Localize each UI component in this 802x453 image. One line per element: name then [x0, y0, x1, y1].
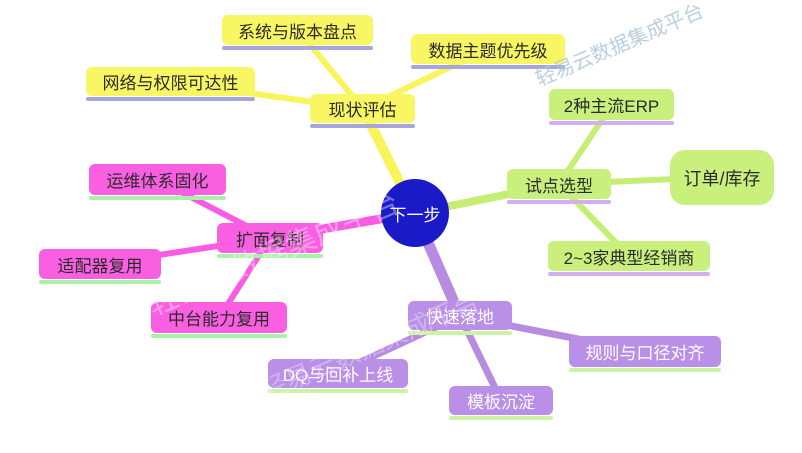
branch-node-rapid-landing[interactable]: 快速落地 [408, 301, 512, 335]
child-node-dq-backfill-online[interactable]: DQ与回补上线 [268, 359, 408, 393]
child-node-adapter-reuse[interactable]: 适配器复用 [39, 249, 161, 284]
root-node-next-step[interactable]: 下一步 [381, 179, 449, 247]
child-node-template-sedimentation[interactable]: 模板沉淀 [449, 386, 553, 420]
child-node-platform-capability-reuse[interactable]: 中台能力复用 [151, 302, 287, 338]
child-node-typical-distributors[interactable]: 2~3家典型经销商 [548, 241, 710, 276]
branch-node-scale-replication[interactable]: 扩面复制 [217, 223, 323, 258]
child-node-network-permission[interactable]: 网络与权限可达性 [86, 67, 255, 101]
child-node-mainstream-erp[interactable]: 2种主流ERP [549, 89, 674, 125]
child-node-data-topic-priority[interactable]: 数据主题优先级 [411, 34, 565, 69]
child-node-order-inventory[interactable]: 订单/库存 [670, 150, 774, 205]
child-node-rule-caliber-alignment[interactable]: 规则与口径对齐 [569, 336, 721, 372]
child-node-ops-system-solidification[interactable]: 运维体系固化 [89, 164, 226, 200]
branch-node-status-assessment[interactable]: 现状评估 [310, 94, 415, 128]
child-node-system-version-inventory[interactable]: 系统与版本盘点 [222, 15, 373, 50]
branch-node-pilot-selection[interactable]: 试点选型 [507, 169, 611, 204]
